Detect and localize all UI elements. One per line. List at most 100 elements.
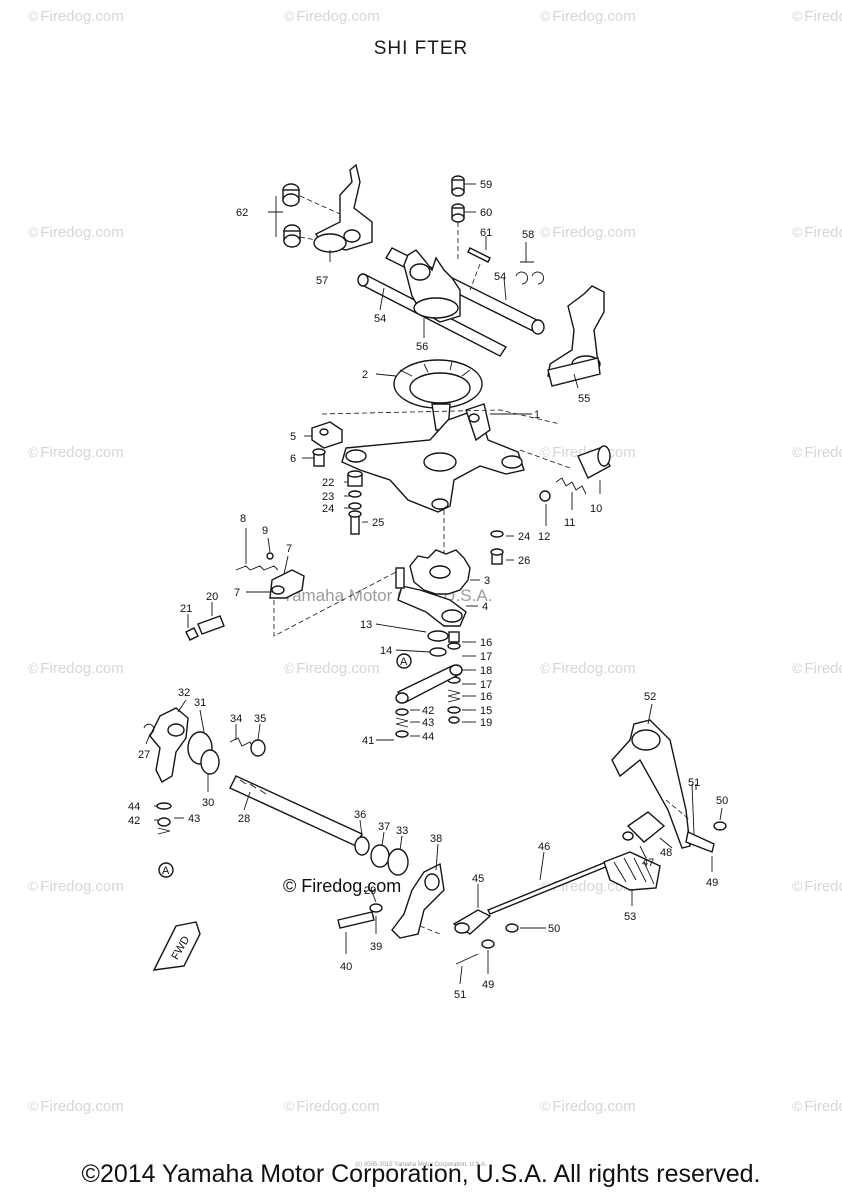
- copyright-footer: ©2014 Yamaha Motor Corporation, U.S.A. A…: [81, 1160, 761, 1188]
- watermark: ©Firedog.com: [28, 444, 124, 461]
- callout: 34: [230, 713, 242, 725]
- page-title: SHI FTER: [373, 38, 469, 59]
- watermark: ©Firedog.com: [540, 8, 636, 25]
- callout: 61: [480, 227, 492, 239]
- watermark: ©Firedog.com: [792, 444, 842, 461]
- callout: 59: [480, 179, 492, 191]
- callout: 54: [494, 271, 506, 283]
- stopper-block: [311, 421, 343, 449]
- callout: 43: [188, 813, 200, 825]
- callout: 22: [322, 477, 334, 489]
- watermark: ©Firedog.com: [792, 660, 842, 677]
- svg-text:A: A: [400, 656, 408, 668]
- callout: 16: [480, 637, 492, 649]
- callout: 13: [360, 619, 372, 631]
- callout: 62: [236, 207, 248, 219]
- watermark: ©Firedog.com: [28, 878, 124, 895]
- callout: 57: [316, 275, 328, 287]
- callout: 51: [688, 777, 700, 789]
- callout: 4: [482, 601, 488, 613]
- shift-fork-assembly: [282, 163, 605, 387]
- callout: 25: [372, 517, 384, 529]
- callout: 38: [430, 833, 442, 845]
- watermark: ©Firedog.com: [540, 660, 636, 677]
- callout: 54: [374, 313, 386, 325]
- callout: 17: [480, 651, 492, 663]
- callout: 37: [378, 821, 390, 833]
- shift-pedal: [611, 719, 691, 849]
- callout: 1: [534, 409, 540, 421]
- callout: 50: [716, 795, 728, 807]
- callout: 10: [590, 503, 602, 515]
- callout: 29: [364, 885, 376, 897]
- center-watermark: © Firedog.com: [283, 876, 402, 896]
- callout-labels: 1 2 3 4 5 6 7 7 8 9 10 11 12 13 14 15 16…: [128, 179, 728, 1001]
- callout: 23: [322, 491, 334, 503]
- callout: 12: [538, 531, 550, 543]
- callout: 53: [624, 911, 636, 923]
- watermark: ©Firedog.com: [28, 8, 124, 25]
- ref-marker: [396, 653, 412, 669]
- forward-arrow-icon: FWD: [152, 921, 201, 971]
- callout: 9: [262, 525, 268, 537]
- callout: 41: [362, 735, 374, 747]
- callout: 43: [422, 717, 434, 729]
- callout: 36: [354, 809, 366, 821]
- callout: 15: [480, 705, 492, 717]
- watermark: ©Firedog.com: [792, 1098, 842, 1115]
- ref-marker: [158, 862, 174, 878]
- shift-shaft: [229, 775, 363, 847]
- callout: 26: [518, 555, 530, 567]
- pedal-rubber: [603, 851, 661, 891]
- shift-lever-plate: [341, 403, 525, 513]
- callout: 56: [416, 341, 428, 353]
- callout: 11: [564, 517, 575, 529]
- callout: 44: [128, 801, 140, 813]
- callout: 49: [706, 877, 718, 889]
- callout: 50: [548, 923, 560, 935]
- callout: 7: [286, 543, 292, 555]
- callout: 46: [538, 841, 550, 853]
- watermark: ©Firedog.com: [284, 660, 380, 677]
- callout: 49: [482, 979, 494, 991]
- watermark: ©Firedog.com: [540, 1098, 636, 1115]
- watermark: ©Firedog.com: [792, 878, 842, 895]
- callout: 2: [362, 369, 368, 381]
- shift-lever: [149, 707, 189, 783]
- callout: 35: [254, 713, 266, 725]
- callout: 51: [454, 989, 466, 1001]
- callout: 24: [518, 531, 530, 543]
- fine-print: (c) 2005-2015 Yamaha Motor Corporation, …: [355, 1162, 487, 1168]
- callout: 30: [202, 797, 214, 809]
- callout: 40: [340, 961, 352, 973]
- callout: 5: [290, 431, 296, 443]
- watermark: ©Firedog.com: [28, 660, 124, 677]
- callout: 44: [422, 731, 434, 743]
- callout: 18: [480, 665, 492, 677]
- watermark: ©Firedog.com: [540, 224, 636, 241]
- callout: 33: [396, 825, 408, 837]
- callout: 3: [484, 575, 490, 587]
- segment-star-wheel: [409, 549, 471, 595]
- callout: 6: [290, 453, 296, 465]
- callout: 27: [138, 749, 150, 761]
- callout: 24: [322, 503, 334, 515]
- callout: 39: [370, 941, 382, 953]
- callout: 20: [206, 591, 218, 603]
- watermark: ©Firedog.com: [792, 224, 842, 241]
- callout: 17: [480, 679, 492, 691]
- callout: 16: [480, 691, 492, 703]
- watermark: ©Firedog.com: [284, 8, 380, 25]
- watermark: ©Firedog.com: [28, 1098, 124, 1115]
- callout: 7: [234, 587, 240, 599]
- callout: 19: [480, 717, 492, 729]
- callout: 48: [660, 847, 672, 859]
- callout: 60: [480, 207, 492, 219]
- callout: 42: [422, 705, 434, 717]
- callout: 21: [180, 603, 192, 615]
- watermark: ©Firedog.com: [792, 8, 842, 25]
- shift-rod: [487, 861, 609, 915]
- callout: 32: [178, 687, 190, 699]
